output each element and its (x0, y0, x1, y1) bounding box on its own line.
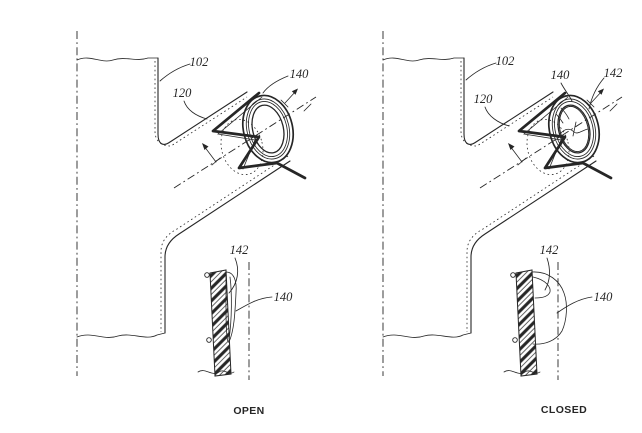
leader-142-detail-open (228, 257, 239, 294)
ref-label-142-detail-closed: 142 (540, 243, 559, 257)
leaflet-shading-1 (560, 107, 570, 120)
ref-label-140-open: 140 (290, 67, 310, 81)
ref-label-120-open: 120 (173, 86, 193, 100)
figure-open: 102 120 140 142 140 OPEN (75, 29, 318, 417)
caption-open: OPEN (233, 405, 264, 417)
figure-open-vessel (75, 29, 318, 378)
ref-label-140-detail-open: 140 (274, 290, 294, 304)
leader-140-open (262, 75, 289, 94)
ref-label-140-detail-closed: 140 (594, 290, 614, 304)
ref-label-120-closed: 120 (474, 92, 494, 106)
leader-140-detail-closed (556, 296, 593, 314)
leader-102-open (159, 63, 191, 82)
caption-closed: CLOSED (541, 404, 587, 416)
ref-label-142-closed: 142 (604, 66, 623, 80)
leader-120-closed (484, 106, 510, 127)
leader-142-closed (588, 77, 605, 110)
open-leaflet-outline (225, 271, 237, 343)
leaflet-shading-2 (555, 113, 564, 124)
leader-140-detail-open (235, 296, 273, 312)
figure-closed-vessel (381, 29, 624, 378)
open-leaflet-fold (228, 276, 232, 340)
leader-102-closed (465, 62, 497, 81)
figure-open-detail (197, 269, 235, 377)
closed-leaflet-disc (558, 105, 590, 153)
closed-leaflet-pocket (532, 276, 551, 299)
leader-142-detail-closed (544, 257, 550, 291)
figure-closed-detail (503, 269, 541, 377)
ref-label-140-closed: 140 (551, 68, 571, 82)
figure-closed: 102 120 140 142 142 140 CLOSED (381, 29, 624, 416)
closed-leaflet-outline (531, 271, 567, 345)
ref-label-142-detail-open: 142 (230, 243, 249, 257)
disc-center-mark (572, 121, 577, 137)
leader-120-open (183, 100, 208, 120)
leader-140-closed (560, 82, 573, 102)
ref-label-102-closed: 102 (496, 54, 515, 68)
ref-label-102-open: 102 (190, 55, 209, 69)
